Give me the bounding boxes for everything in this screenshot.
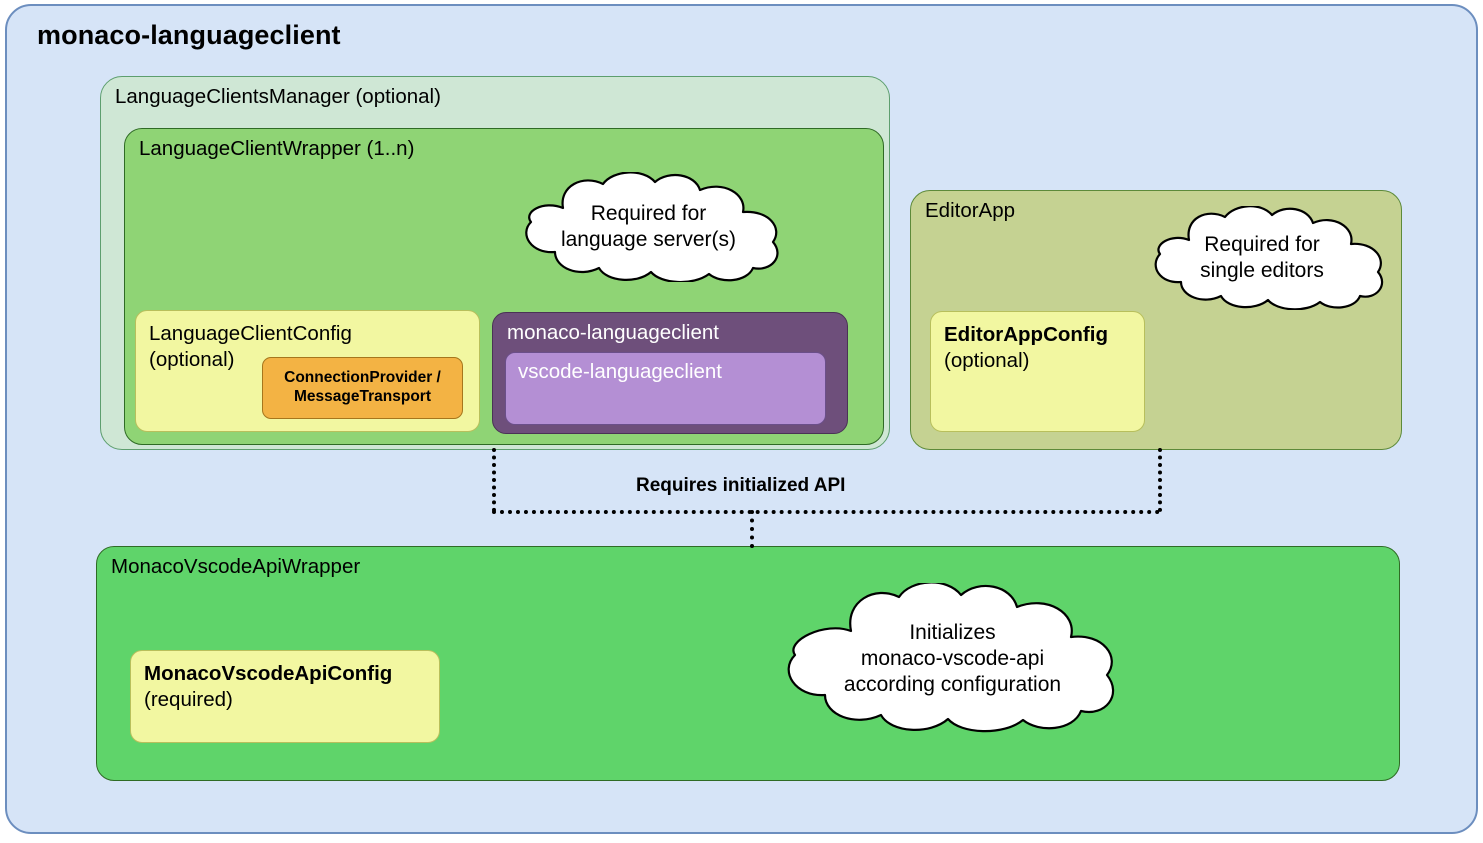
- connector-segment-left-vertical: [492, 448, 496, 512]
- container-label-monaco-vscode-api-wrapper: MonacoVscodeApiWrapper: [111, 555, 361, 578]
- page-title: monaco-languageclient: [37, 20, 341, 50]
- connection-provider-label: ConnectionProvider / MessageTransport: [263, 369, 462, 407]
- node-label-vscode-languageclient: vscode-languageclient: [518, 360, 722, 383]
- cloud-initializes-monaco-vscode-api: Initializes monaco-vscode-api according …: [775, 583, 1130, 735]
- connector-label: Requires initialized API: [636, 475, 846, 496]
- language-client-config-name: LanguageClientConfig: [149, 322, 352, 345]
- container-label-editor-app: EditorApp: [925, 199, 1016, 222]
- container-label-language-clients-manager: LanguageClientsManager (optional): [115, 85, 441, 108]
- node-label-editor-app-config: EditorAppConfig (optional): [944, 322, 1108, 373]
- connector-segment-down-to-api-wrapper: [750, 510, 754, 548]
- node-vscode-languageclient: vscode-languageclient: [505, 352, 826, 425]
- cloud-shape-icon: [787, 583, 1115, 733]
- editor-app-config-name: EditorAppConfig: [944, 323, 1108, 346]
- connector-segment-right-vertical: [1158, 448, 1162, 512]
- node-label-language-client-config: LanguageClientConfig (optional): [149, 321, 352, 372]
- cloud-required-for-single-editors: Required for single editors: [1133, 206, 1391, 310]
- cloud-required-for-language-servers: Required for language server(s): [497, 172, 800, 282]
- container-label-language-client-wrapper: LanguageClientWrapper (1..n): [139, 137, 415, 160]
- editor-app-config-optional: (optional): [944, 348, 1030, 372]
- connector-segment-horizontal: [492, 510, 1160, 514]
- node-connection-provider-message-transport: ConnectionProvider / MessageTransport: [262, 357, 463, 419]
- node-editor-app-config: EditorAppConfig (optional): [930, 311, 1145, 432]
- connection-provider-line-2: MessageTransport: [294, 388, 431, 405]
- monaco-vscode-api-config-name: MonacoVscodeApiConfig: [144, 662, 393, 685]
- cloud-shape-icon: [1154, 206, 1384, 310]
- cloud-shape-icon: [525, 172, 779, 282]
- connection-provider-line-1: ConnectionProvider /: [284, 369, 441, 387]
- node-label-monaco-languageclient: monaco-languageclient: [507, 321, 719, 344]
- monaco-vscode-api-config-required: (required): [144, 687, 233, 711]
- node-monaco-vscode-api-config: MonacoVscodeApiConfig (required): [130, 650, 440, 743]
- language-client-config-optional: (optional): [149, 347, 235, 371]
- node-label-monaco-vscode-api-config: MonacoVscodeApiConfig (required): [144, 661, 392, 712]
